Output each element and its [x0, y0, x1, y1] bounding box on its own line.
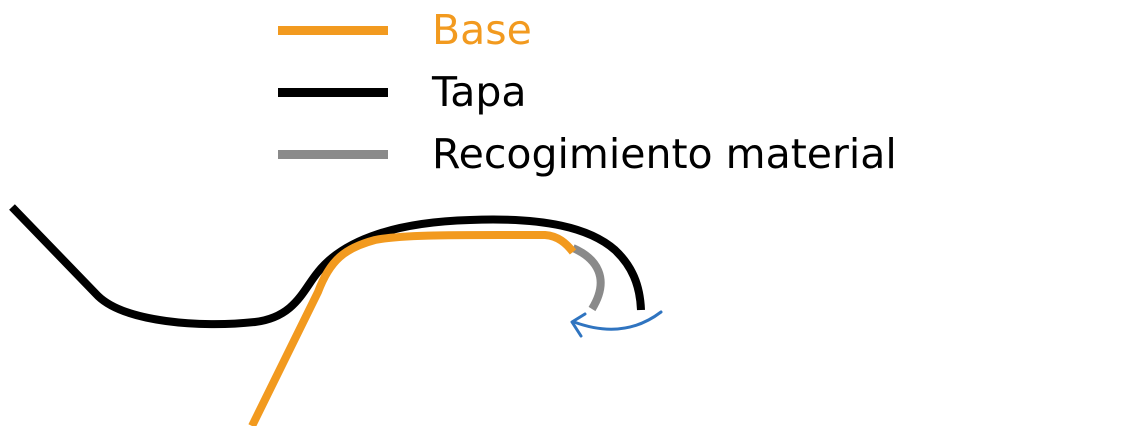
- rotation-arrow-shaft: [572, 310, 663, 331]
- legend-swatch-tapa: [278, 87, 388, 97]
- legend-label-tapa: Tapa: [432, 67, 527, 116]
- legend-label-recogimiento: Recogimiento material: [432, 129, 897, 178]
- rotation-arrow: [570, 310, 663, 338]
- rotation-arrow-head-icon: [570, 312, 587, 338]
- legend-label-base: Base: [432, 5, 532, 54]
- legend-item-base: Base: [278, 0, 532, 60]
- legend-item-tapa: Tapa: [278, 62, 527, 122]
- legend-swatch-recogimiento: [278, 149, 388, 159]
- tapa-curve: [9, 204, 645, 329]
- legend-swatch-base: [278, 25, 388, 35]
- base-curve: [248, 231, 577, 426]
- legend-item-recogimiento: Recogimiento material: [278, 124, 897, 184]
- recogimiento-material-curve: [571, 244, 605, 312]
